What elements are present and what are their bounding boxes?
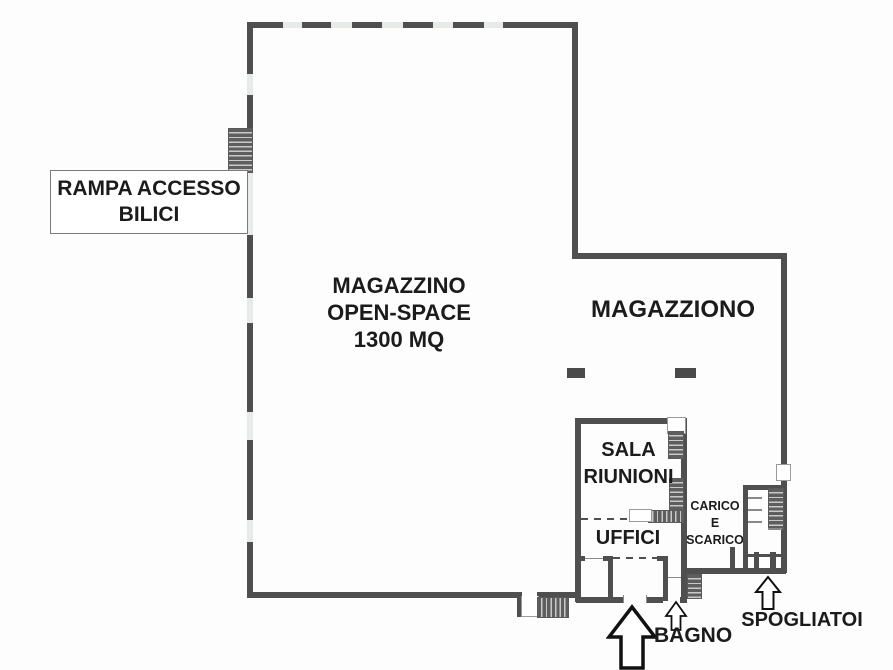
rampa-accesso-label: RAMPA ACCESSO BILICI bbox=[57, 177, 241, 226]
entrance-step-wall bbox=[517, 597, 522, 617]
wall-left-segment bbox=[247, 22, 253, 74]
spogliatoi-wall-left bbox=[743, 485, 748, 573]
magazziono-label: MAGAZZIONO bbox=[591, 296, 755, 323]
wall-left-segment bbox=[247, 95, 253, 130]
wall-inner-vertical bbox=[572, 22, 578, 258]
bagno-entrance-arrow-icon bbox=[664, 600, 688, 631]
pillar bbox=[675, 368, 696, 378]
carico-scarico-label: CARICO E SCARICO bbox=[686, 499, 744, 547]
uffici-wall-bottom-segment bbox=[603, 556, 613, 561]
wall-bottom-segment bbox=[537, 592, 577, 598]
wall-top-segment bbox=[503, 22, 577, 28]
spogliatoi-wall-top bbox=[745, 485, 781, 490]
carico-wall-bottom bbox=[686, 568, 786, 574]
stall-front-segment bbox=[758, 554, 770, 557]
sala-riunioni-label: SALA RIUNIONI bbox=[583, 439, 674, 488]
spogliatoi-shelf-line bbox=[748, 521, 762, 523]
stall-divider bbox=[753, 552, 759, 569]
wall-top-segment bbox=[453, 22, 484, 28]
partition-dashed bbox=[581, 518, 629, 521]
wall-left-track bbox=[247, 22, 253, 597]
wall-top-segment bbox=[403, 22, 433, 28]
wall-left-segment bbox=[247, 323, 253, 412]
carico-door-opening bbox=[776, 464, 791, 481]
uffici-label: UFFICI bbox=[595, 527, 661, 549]
bagno-label: BAGNO bbox=[654, 624, 733, 647]
pillar bbox=[567, 368, 585, 378]
carico-wall-stub bbox=[730, 547, 735, 568]
bagno-wall-vertical bbox=[608, 561, 613, 601]
stairs-icon bbox=[668, 431, 684, 459]
wall-bottom-segment bbox=[646, 597, 663, 603]
spogliatoi-shelf-line bbox=[748, 497, 762, 499]
stairs-icon bbox=[228, 128, 253, 173]
stairs-icon bbox=[768, 488, 784, 530]
uffici-door-leaf bbox=[585, 557, 603, 559]
stair-landing bbox=[629, 509, 652, 522]
wall-top-segment bbox=[352, 22, 382, 28]
wall-left-segment bbox=[247, 542, 253, 597]
uffici-dashed-wall bbox=[613, 557, 657, 560]
sala-wall-left bbox=[575, 418, 581, 602]
uffici-wall-bottom-segment bbox=[657, 556, 668, 561]
rampa-accesso-box: RAMPA ACCESSO BILICI bbox=[50, 170, 248, 234]
uffici-wall-bottom-segment bbox=[576, 556, 585, 561]
stall-front-segment bbox=[748, 554, 754, 557]
spogliatoi-entrance-arrow-icon bbox=[754, 575, 782, 610]
wall-bottom-segment bbox=[576, 597, 623, 603]
spogliatoi-shelf-line bbox=[748, 509, 762, 511]
wall-top-segment bbox=[248, 22, 283, 28]
corridor-wall-left bbox=[663, 556, 668, 601]
main-door-jamb bbox=[645, 595, 647, 603]
magazzino-open-space-label: MAGAZZINO OPEN-SPACE 1300 MQ bbox=[327, 273, 471, 352]
main-entrance-arrow-icon bbox=[606, 604, 658, 670]
wall-top-segment bbox=[302, 22, 331, 28]
main-door-jamb bbox=[623, 595, 625, 603]
wall-bottom-segment bbox=[247, 592, 522, 598]
wall-step-horizontal bbox=[572, 253, 786, 259]
wall-right-segment bbox=[781, 253, 787, 465]
corridor-step-line bbox=[668, 576, 681, 578]
stall-divider bbox=[770, 552, 776, 569]
sala-wall-top bbox=[575, 418, 668, 424]
wall-left-segment bbox=[247, 235, 253, 298]
stairs-icon bbox=[648, 510, 684, 523]
stairs-icon bbox=[686, 574, 702, 599]
wall-left-segment bbox=[247, 440, 253, 520]
stairs-icon bbox=[537, 597, 569, 618]
stall-front-segment bbox=[775, 554, 786, 557]
stairs-edge-line bbox=[768, 528, 782, 530]
spogliatoi-label: SPOGLIATOI bbox=[741, 609, 863, 631]
